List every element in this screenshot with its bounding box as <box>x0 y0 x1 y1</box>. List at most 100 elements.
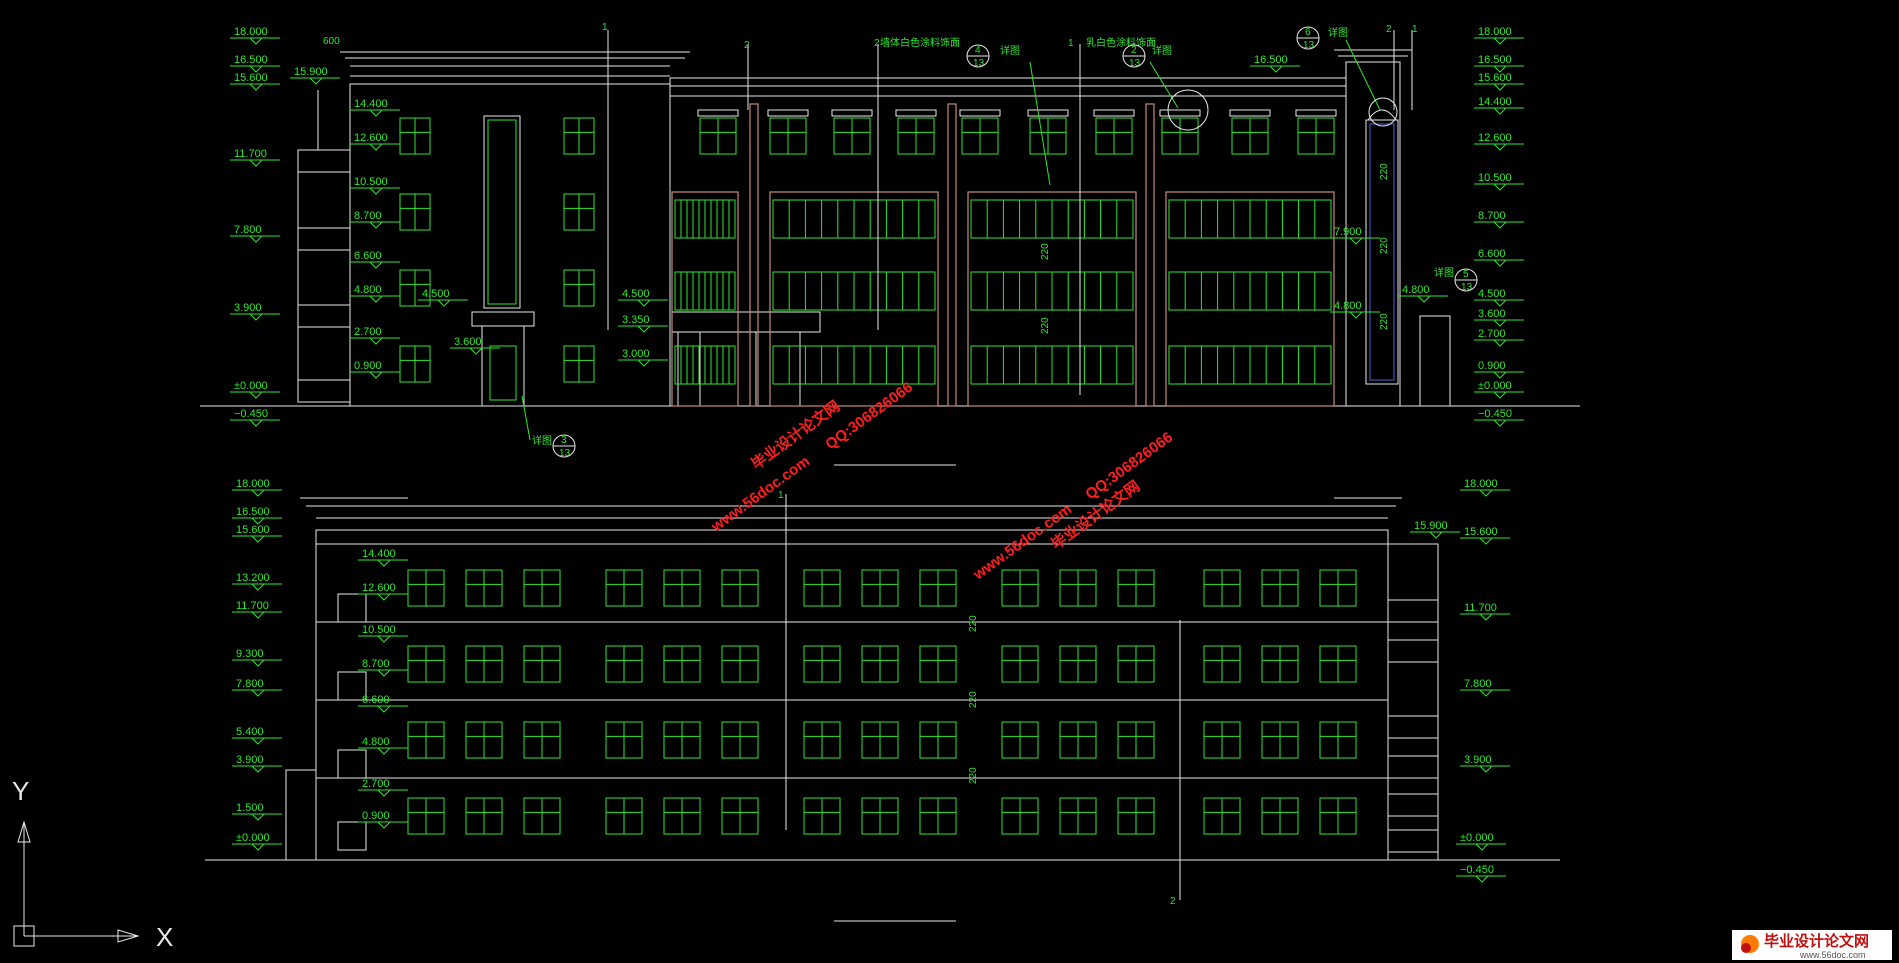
dimension-texts: 220 220 220 220 220 220 220 220 <box>968 163 1390 784</box>
level-marker: 15.900 <box>1410 520 1460 539</box>
level-marker: 3.600 <box>450 336 500 355</box>
level-marker: 1.500 <box>232 802 282 821</box>
window <box>1059 569 1097 607</box>
level-marker: 4.500 <box>418 288 468 307</box>
level-value: 3.350 <box>622 314 650 326</box>
level-marker: 3.900 <box>230 302 280 321</box>
callout-note: 详图 <box>1152 44 1172 57</box>
logo-text: 毕业设计论文网 <box>1764 932 1869 950</box>
level-marker: 2.700 <box>358 778 408 797</box>
main-block <box>669 77 1347 407</box>
level-marker: 16.500 <box>230 54 280 73</box>
window <box>861 645 899 683</box>
ucs-y-label: Y <box>12 776 29 806</box>
curtain-wall-band <box>772 199 936 239</box>
curtain-wall-band <box>674 271 736 311</box>
level-value: 7.800 <box>234 224 262 236</box>
ucs-x-label: X <box>156 922 173 952</box>
level-marker: 0.900 <box>1474 360 1524 379</box>
level-marker: 10.500 <box>358 624 408 643</box>
level-marker: 7.800 <box>230 224 280 243</box>
level-value: 10.500 <box>354 176 388 188</box>
level-value: 16.500 <box>236 506 270 518</box>
callout-2-13: 2 13 详图 <box>1122 44 1209 131</box>
level-value: 15.600 <box>1464 526 1498 538</box>
level-value: 15.900 <box>1414 520 1448 532</box>
grid-mark: 1 <box>602 22 608 33</box>
right-stair-tower <box>1334 49 1451 407</box>
level-marker: 15.600 <box>1460 526 1510 545</box>
level-marker: 18.000 <box>1460 478 1510 497</box>
level-value: 2.700 <box>354 326 382 338</box>
window <box>605 569 643 607</box>
material-note: 乳白色涂料饰面 <box>1086 36 1156 49</box>
window <box>1319 645 1357 683</box>
curtain-wall-band <box>1168 345 1332 385</box>
level-marker: 12.600 <box>358 582 408 601</box>
window <box>1117 645 1155 683</box>
level-value: 1.500 <box>236 802 264 814</box>
window <box>407 569 445 607</box>
curtain-wall-band <box>970 199 1134 239</box>
level-value: 6.600 <box>354 250 382 262</box>
site-logo: 毕业设计论文网 www.56doc.com <box>1732 930 1892 960</box>
window <box>1203 569 1241 607</box>
dim-text: 220 <box>968 767 979 784</box>
window <box>523 569 561 607</box>
window <box>1093 109 1135 155</box>
level-marker: 11.700 <box>1460 602 1510 621</box>
level-marker: 15.600 <box>1474 72 1524 91</box>
level-value: 4.800 <box>1334 300 1362 312</box>
level-marker: 7.800 <box>232 678 282 697</box>
window <box>399 117 431 155</box>
level-marker: 4.500 <box>618 288 668 307</box>
level-value: 6.600 <box>1478 248 1506 260</box>
window <box>721 721 759 759</box>
window <box>861 569 899 607</box>
window <box>465 569 503 607</box>
callout-note: 详图 <box>1328 26 1348 39</box>
level-value: 3.600 <box>454 336 482 348</box>
level-value: 12.600 <box>1478 132 1512 144</box>
callout-ref: 4 <box>975 45 981 56</box>
window <box>721 797 759 835</box>
glazed-bay-grids <box>674 199 1332 385</box>
level-value: 0.900 <box>362 810 390 822</box>
level-marker: 3.900 <box>1460 754 1510 773</box>
level-marker: ±0.000 <box>230 380 280 399</box>
main-upper-windows <box>697 109 1337 155</box>
window <box>721 645 759 683</box>
level-marker: 10.500 <box>1474 172 1524 191</box>
callout-note: 详图 <box>1000 44 1020 57</box>
window <box>1261 797 1299 835</box>
level-value: 14.400 <box>362 548 396 560</box>
window <box>1001 721 1039 759</box>
level-value: 0.900 <box>354 360 382 372</box>
level-value: 4.800 <box>1402 284 1430 296</box>
level-value: −0.450 <box>1478 408 1512 420</box>
window <box>407 797 445 835</box>
level-marker: 8.700 <box>1474 210 1524 229</box>
curtain-wall-band <box>772 345 936 385</box>
window <box>1261 645 1299 683</box>
dim-text: 220 <box>968 691 979 708</box>
window <box>803 569 841 607</box>
level-marker: 4.800 <box>1330 300 1380 319</box>
level-value: 11.700 <box>234 148 267 160</box>
window <box>563 269 595 307</box>
rear-windows <box>407 569 1357 835</box>
grid-mark: 2 <box>1170 896 1176 907</box>
curtain-wall-band <box>1168 199 1332 239</box>
window <box>919 569 957 607</box>
level-marker: 4.800 <box>358 736 408 755</box>
window <box>919 797 957 835</box>
level-marker: 15.600 <box>232 524 282 543</box>
callout-note: 详图 <box>1434 266 1454 279</box>
window <box>1203 645 1241 683</box>
window <box>1117 797 1155 835</box>
window <box>1117 569 1155 607</box>
level-marker: 12.600 <box>1474 132 1524 151</box>
grid-mark: 2 <box>1386 24 1392 35</box>
grid-axes: 1 2 2 1 2 1 1 2 600 墙体白色涂料饰面 乳白色涂料饰面 <box>323 22 1418 907</box>
